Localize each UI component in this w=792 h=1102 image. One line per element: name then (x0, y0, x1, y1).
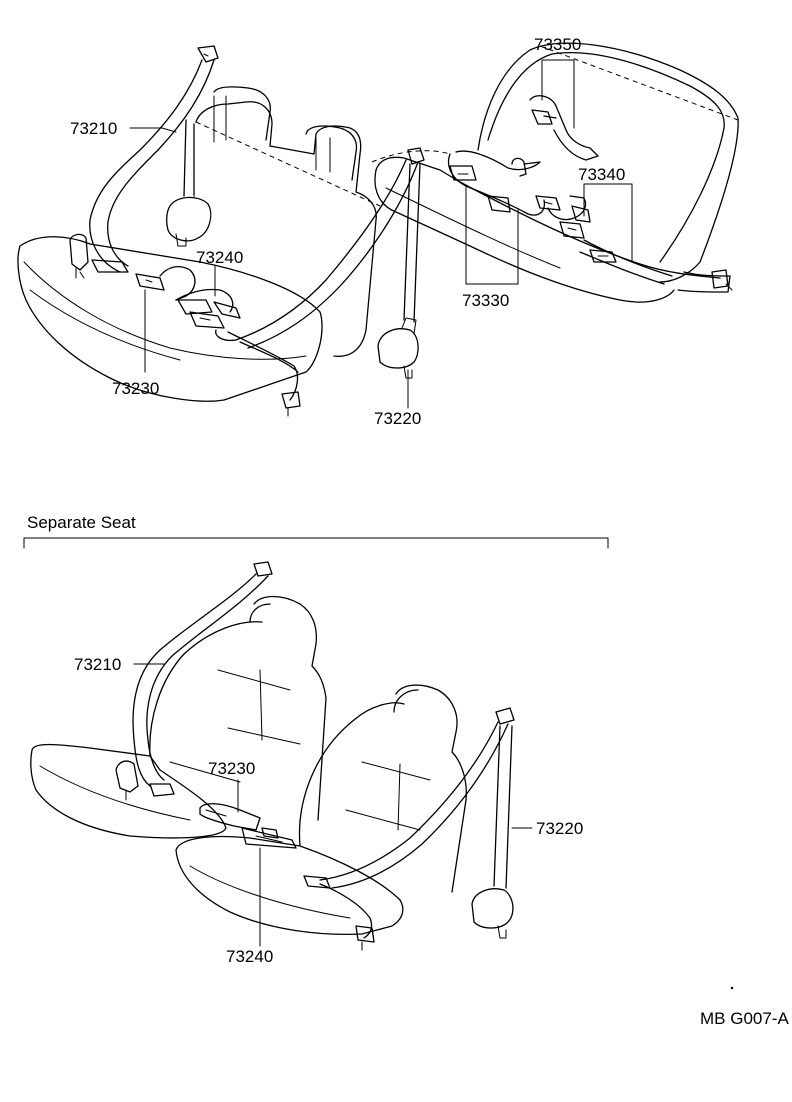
separate-seat-label: Separate Seat (27, 513, 136, 532)
callout-73340: 73340 (578, 165, 625, 184)
callout-73240-bench: 73240 (196, 248, 243, 267)
belt-73220-separate (303, 707, 515, 951)
left-bucket-seat (30, 595, 327, 839)
callout-73230-bench: 73230 (112, 379, 159, 398)
callout-73240-separate: 73240 (226, 947, 273, 966)
rear-belts (447, 95, 673, 285)
bench-seat-back (195, 86, 451, 357)
rear-bench-seat (374, 42, 739, 303)
callout-73210-separate: 73210 (74, 655, 121, 674)
callout-73220-bench: 73220 (374, 409, 421, 428)
separate-leaders (133, 663, 533, 947)
bench-seat-cushion (17, 236, 323, 402)
belt-73220-bench (215, 147, 425, 417)
right-bucket-seat (175, 684, 467, 935)
bench-buckles (135, 265, 241, 329)
separate-seat-assembly (30, 561, 533, 951)
callout-73330: 73330 (462, 291, 509, 310)
belt-73210-separate (115, 561, 273, 801)
figure-code: MB G007-A (700, 1009, 789, 1028)
bench-leaders (129, 59, 633, 409)
callout-73230-separate: 73230 (208, 759, 255, 778)
callout-73210-bench: 73210 (70, 119, 117, 138)
stray-dot (730, 986, 734, 990)
separate-buckles (199, 803, 297, 849)
belt-73210-bench (69, 45, 219, 279)
bench-seat-assembly (17, 42, 739, 417)
callout-73220-separate: 73220 (536, 819, 583, 838)
section-bracket (23, 537, 609, 549)
callout-73350: 73350 (534, 35, 581, 54)
